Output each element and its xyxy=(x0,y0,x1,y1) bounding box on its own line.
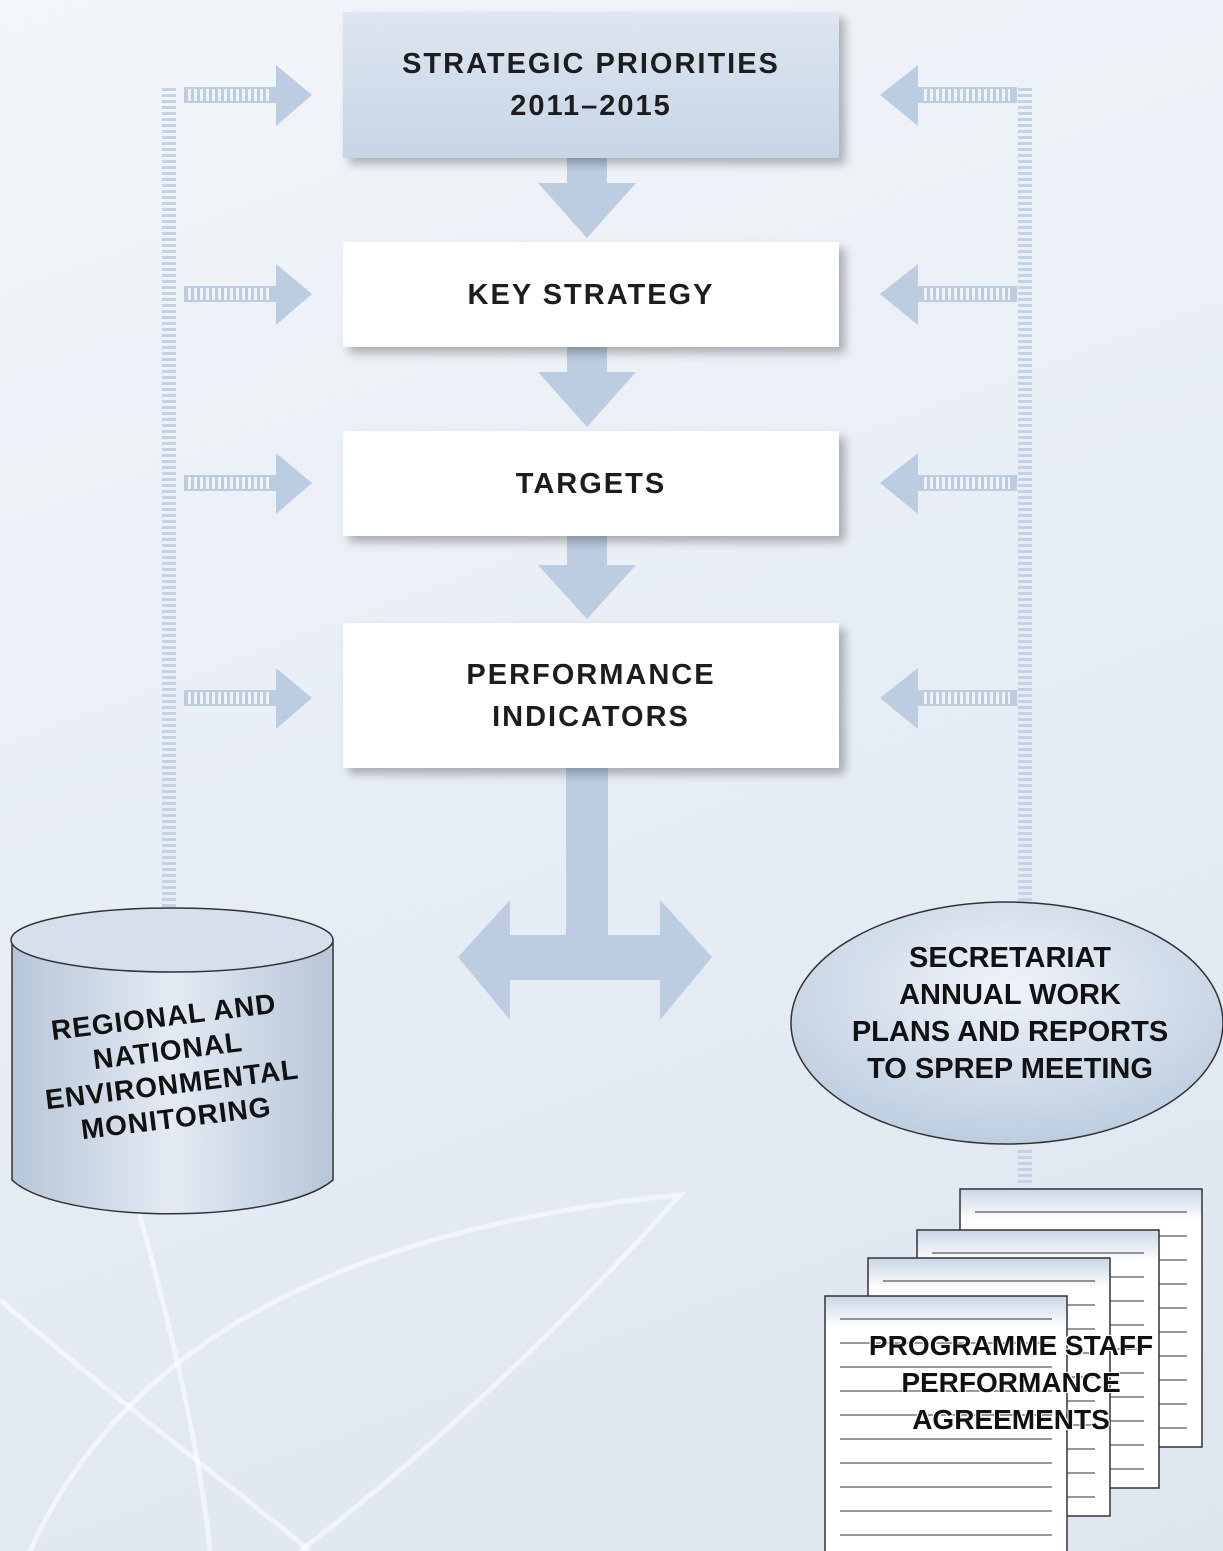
left-arrow-3 xyxy=(184,453,312,514)
left-arrow-2 xyxy=(184,264,312,325)
down-arrow-2 xyxy=(538,347,636,427)
down-arrow-3 xyxy=(538,536,636,619)
secretariat-oval xyxy=(790,901,1223,1145)
strategic-priorities-box: STRATEGIC PRIORITIES 2011–2015 xyxy=(343,12,839,158)
strategic-priorities-label: STRATEGIC PRIORITIES 2011–2015 xyxy=(402,48,780,122)
key-strategy-box: KEY STRATEGY xyxy=(343,242,839,347)
right-arrow-2 xyxy=(880,264,1017,325)
right-arrow-3 xyxy=(880,453,1017,514)
monitoring-cylinder xyxy=(10,907,334,1215)
split-double-arrow xyxy=(458,768,712,1020)
agreements-label: PROGRAMME STAFF PERFORMANCE AGREEMENTS xyxy=(868,1330,1154,1435)
left-arrow-1 xyxy=(184,65,312,126)
right-arrow-4 xyxy=(880,668,1017,729)
left-arrow-4 xyxy=(184,668,312,729)
performance-indicators-box: PERFORMANCE INDICATORS xyxy=(343,623,839,768)
key-strategy-label: KEY STRATEGY xyxy=(467,278,715,311)
document-page-1 xyxy=(824,1295,1068,1551)
targets-box: TARGETS xyxy=(343,431,839,536)
targets-label: TARGETS xyxy=(515,467,667,500)
document-stack xyxy=(824,1188,1203,1551)
secretariat-label: SECRETARIAT ANNUAL WORK PLANS AND REPORT… xyxy=(851,942,1169,1085)
background-leaf xyxy=(0,1179,687,1551)
down-arrow-1 xyxy=(538,158,636,238)
performance-indicators-label: PERFORMANCE INDICATORS xyxy=(466,658,716,733)
right-arrow-1 xyxy=(880,65,1017,126)
